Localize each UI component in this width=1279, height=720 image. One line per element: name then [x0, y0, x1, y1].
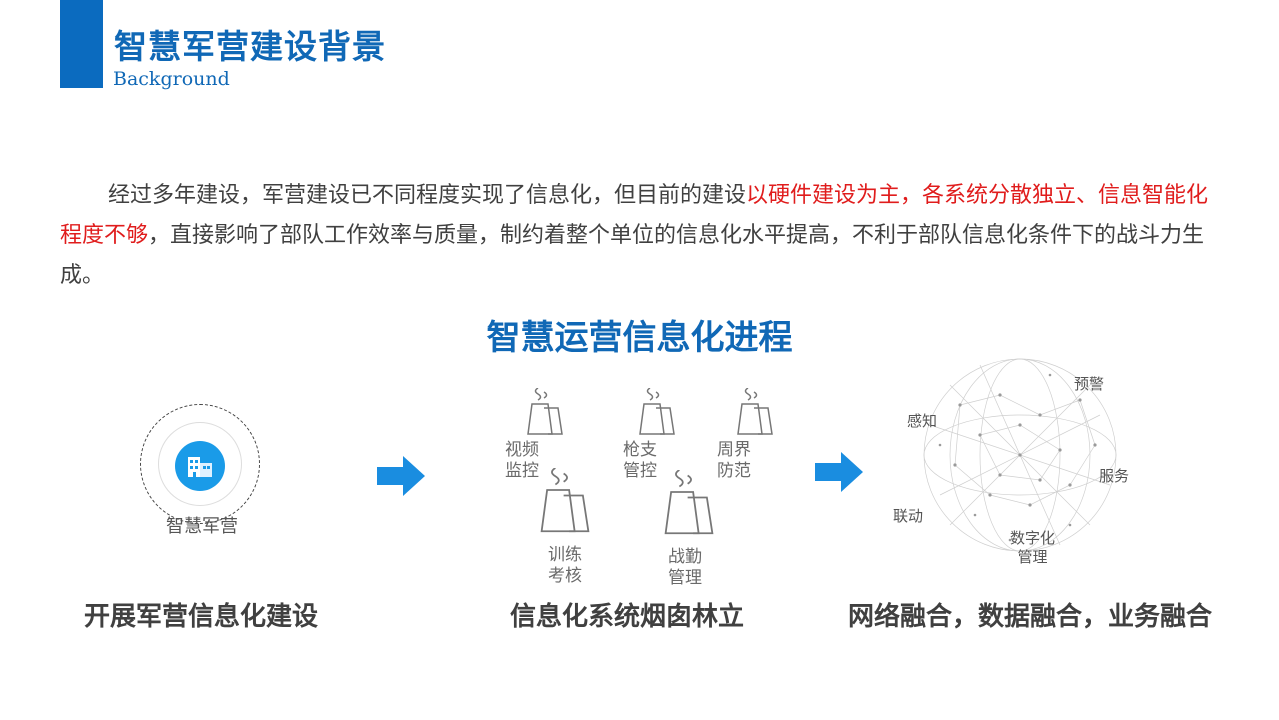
stage1-label: 智慧军营 — [166, 516, 238, 537]
system-label: 周界防范 — [717, 440, 751, 481]
header-accent-bar — [60, 0, 103, 88]
chimney-icon — [540, 468, 590, 533]
system-label: 训练考核 — [548, 545, 582, 586]
chimney-icon — [527, 388, 563, 435]
system-label: 战勤管理 — [668, 547, 702, 588]
page-title: 智慧军营建设背景 — [114, 27, 386, 66]
globe-node-label: 感知 — [907, 412, 938, 430]
intro-text-1: 经过多年建设，军营建设已不同程度实现了信息化，但目前的建设 — [108, 183, 747, 208]
stage1-outer-ring — [140, 404, 260, 524]
intro-highlight: 以硬件建设为主，各系统分散独立、信息智能化程度不够 — [60, 183, 1209, 248]
chimney-icon — [737, 388, 773, 435]
arrow-right-icon — [815, 452, 863, 492]
network-globe-icon — [923, 358, 1117, 552]
stage3-caption: 网络融合，数据融合，业务融合 — [848, 602, 1213, 632]
arrow-right-icon — [377, 456, 425, 496]
chimney-icon — [639, 388, 675, 435]
page-subtitle: Background — [113, 68, 230, 90]
intro-text-2: ，直接影响了部队工作效率与质量，制约着整个单位的信息化水平提高，不利于部队信息化… — [60, 223, 1205, 288]
globe-node-label: 服务 — [1099, 467, 1130, 485]
chimney-icon — [664, 470, 714, 535]
section-title: 智慧运营信息化进程 — [486, 318, 793, 358]
system-label: 视频监控 — [505, 440, 539, 481]
globe-node-label: 预警 — [1074, 375, 1105, 393]
stage1-caption: 开展军营信息化建设 — [84, 602, 319, 632]
stage2-caption: 信息化系统烟囱林立 — [510, 602, 745, 632]
intro-paragraph: 经过多年建设，军营建设已不同程度实现了信息化，但目前的建设以硬件建设为主，各系统… — [60, 176, 1220, 296]
building-icon — [175, 441, 225, 491]
globe-node-label: 数字化管理 — [1010, 529, 1056, 566]
globe-node-label: 联动 — [893, 507, 924, 525]
system-label: 枪支管控 — [623, 440, 657, 481]
